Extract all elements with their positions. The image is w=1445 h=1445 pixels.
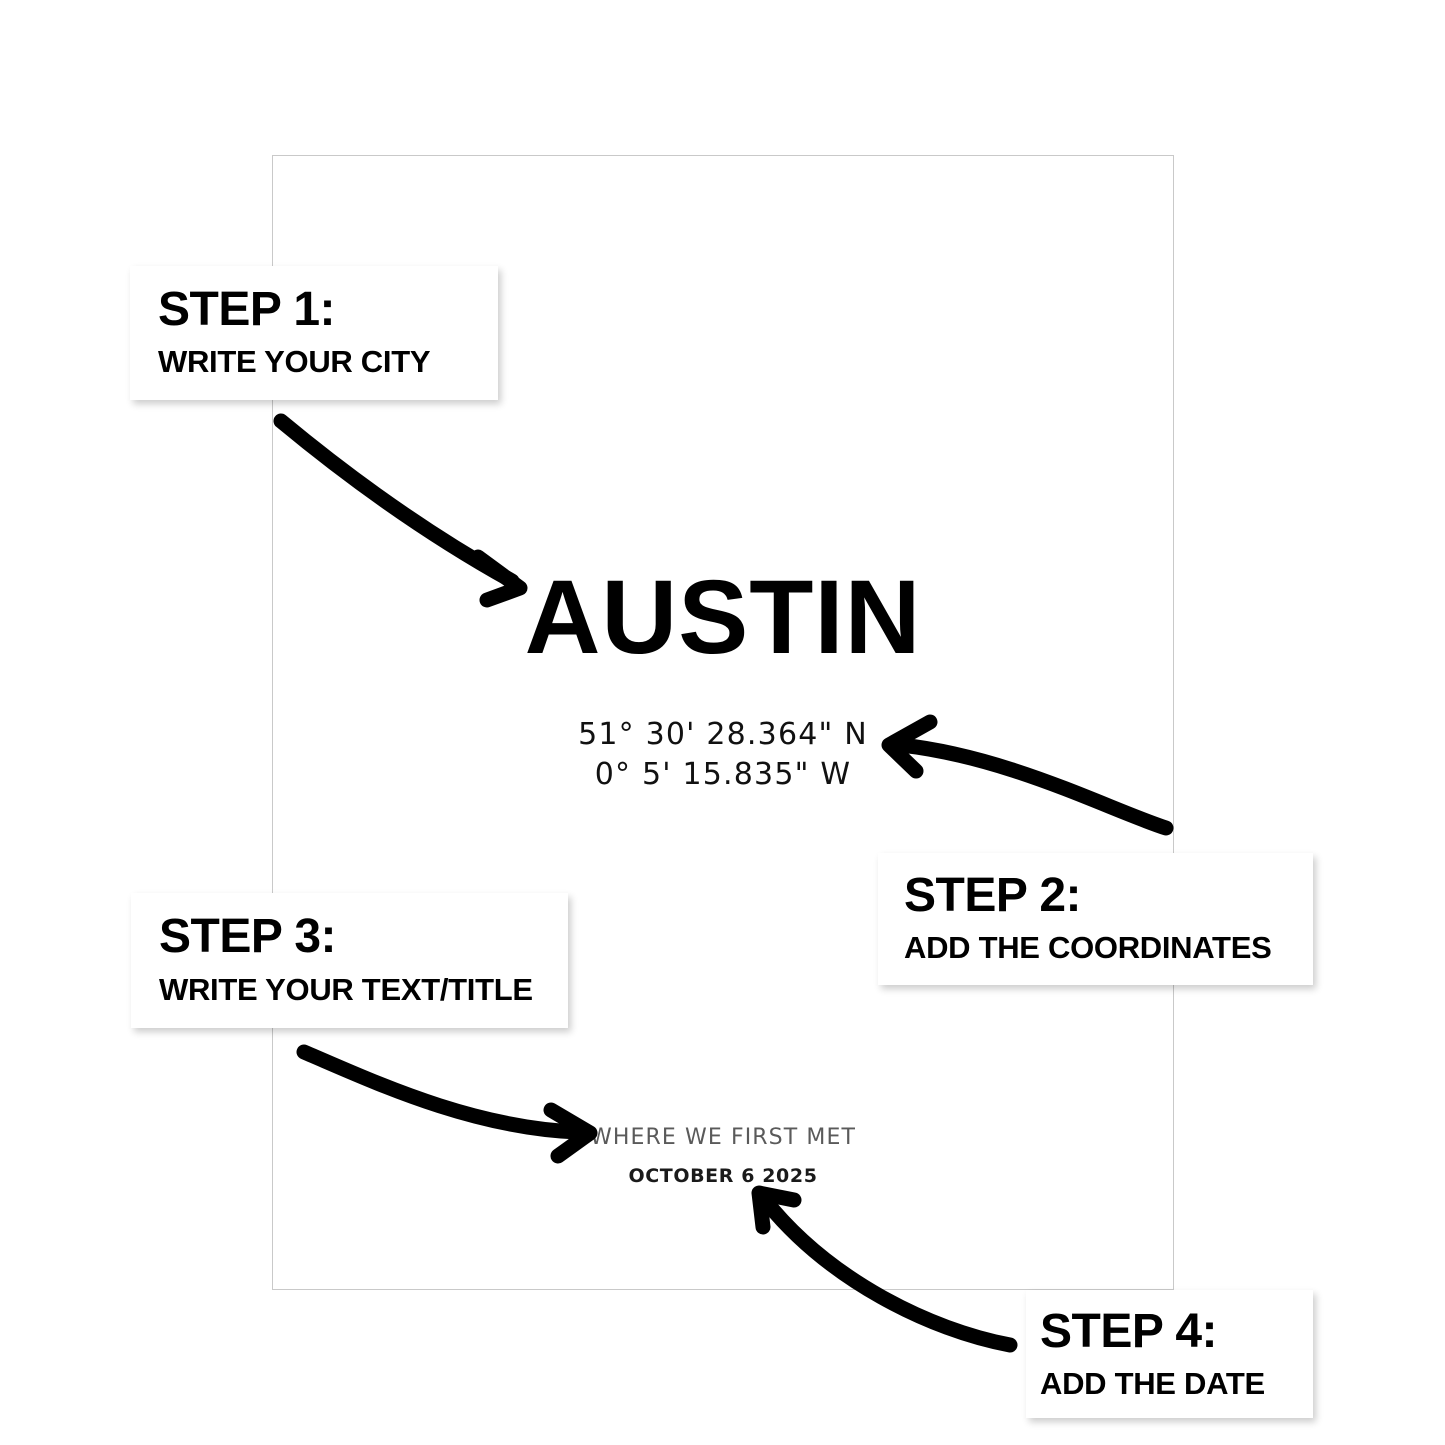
step-4-title: STEP 4: — [1040, 1305, 1218, 1358]
coordinate-longitude: 0° 5' 15.835" W — [594, 756, 852, 792]
step-2-title: STEP 2: — [904, 869, 1082, 922]
poster-content: AUSTIN 51° 30' 28.364" N 0° 5' 15.835" W… — [272, 155, 1174, 1290]
step-1-title: STEP 1: — [158, 283, 336, 336]
poster-date: OCTOBER 6 2025 — [628, 1165, 818, 1187]
step-callout-3: STEP 3: WRITE YOUR TEXT/TITLE — [131, 893, 568, 1028]
poster-coordinates: 51° 30' 28.364" N 0° 5' 15.835" W — [272, 715, 1174, 794]
poster-city-name: AUSTIN — [524, 559, 922, 676]
step-3-instruction: WRITE YOUR TEXT/TITLE — [159, 972, 533, 1007]
coordinate-latitude: 51° 30' 28.364" N — [578, 717, 868, 752]
step-4-instruction: ADD THE DATE — [1040, 1366, 1265, 1401]
poster-subtitle: WHERE WE FIRST MET — [590, 1125, 856, 1150]
step-1-instruction: WRITE YOUR CITY — [158, 344, 431, 379]
step-callout-2: STEP 2: ADD THE COORDINATES — [878, 853, 1313, 985]
step-3-title: STEP 3: — [159, 910, 337, 963]
step-callout-4: STEP 4: ADD THE DATE — [1026, 1290, 1313, 1418]
step-2-instruction: ADD THE COORDINATES — [904, 930, 1272, 965]
step-callout-1: STEP 1: WRITE YOUR CITY — [130, 266, 498, 400]
